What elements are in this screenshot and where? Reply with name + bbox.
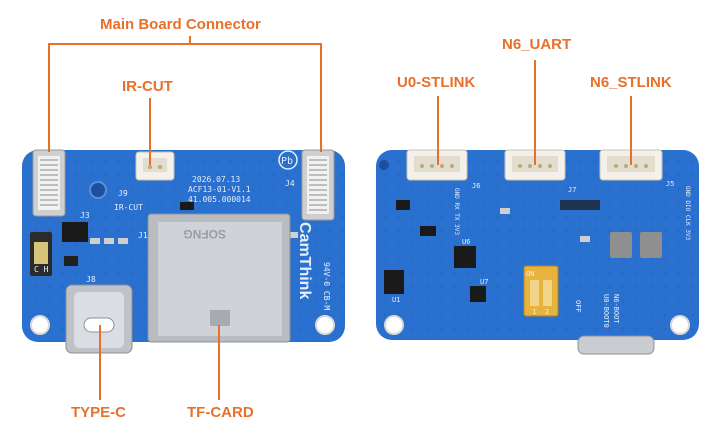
silk-date: 2026.07.13	[192, 175, 240, 184]
ref-j1: J1	[138, 231, 148, 240]
ref-j5: J5	[666, 180, 674, 188]
tf-card-brand-text: SOFNG	[183, 227, 226, 241]
ref-j8: J8	[86, 275, 96, 284]
callout-tf-card: TF-CARD	[187, 404, 254, 421]
dip-1-label: 1	[532, 308, 536, 316]
ir-cut-connector	[135, 151, 175, 181]
ref-u1: U1	[392, 296, 400, 304]
brand-logo-text: CamThink	[296, 222, 313, 299]
boot-label-2: N6-BOOT	[612, 294, 620, 324]
mounting-hole	[30, 315, 50, 335]
left-board: SOFNG Pb 2026.07.13 ACF13-01-V1.1 41.005…	[22, 149, 345, 354]
ref-u7: U7	[480, 278, 488, 286]
callout-main-board-connector: Main Board Connector	[100, 16, 261, 33]
ref-j6: J6	[472, 182, 480, 190]
right-board: ON 1 2 J6 J7 J5 U6 U1 U7 GND RX TX 3V3 G…	[376, 149, 699, 355]
mounting-hole	[315, 315, 335, 335]
ref-j3: J3	[80, 211, 90, 220]
callout-type-c: TYPE-C	[71, 404, 127, 421]
usb-shell-bottom	[577, 335, 655, 355]
dip-2-label: 2	[545, 308, 549, 316]
main-board-connector-leader	[48, 43, 322, 152]
pins-j5: GND DIO CLK 3V3	[684, 186, 691, 241]
silk-code: 41.005.000014	[188, 195, 251, 204]
callout-u0-stlink: U0-STLINK	[397, 74, 476, 91]
leader-lines	[48, 36, 632, 400]
mounting-hole	[384, 315, 404, 335]
off-label: OFF	[574, 300, 582, 313]
callout-n6-uart: N6_UART	[502, 36, 572, 53]
tf-card-slot: SOFNG	[147, 213, 291, 343]
callout-ir-cut: IR-CUT	[122, 78, 173, 95]
ref-j4: J4	[285, 179, 295, 188]
ref-u6: U6	[462, 238, 470, 246]
led-mark: C H	[34, 265, 49, 274]
callout-n6-stlink: N6_STLINK	[590, 74, 672, 91]
lead-free-mark	[278, 150, 298, 170]
ref-j9: J9	[118, 189, 128, 198]
dip-on-label: ON	[526, 270, 534, 278]
cert-text: 94V-0 CB-M	[322, 262, 331, 310]
mounting-hole	[670, 315, 690, 335]
ref-j7: J7	[568, 186, 576, 194]
usb-type-c-connector	[65, 284, 133, 354]
main-board-connector-left	[32, 149, 66, 217]
pins-j6: GND RX TX 3V3	[453, 188, 460, 235]
boot-label-1: U0-BOOT0	[602, 294, 610, 328]
boot-dip-switch	[523, 265, 559, 317]
ref-ircut: IR-CUT	[114, 203, 143, 212]
main-board-connector-right	[301, 149, 335, 221]
silk-part: ACF13-01-V1.1	[188, 185, 251, 194]
lead-free-text: Pb	[281, 156, 293, 167]
